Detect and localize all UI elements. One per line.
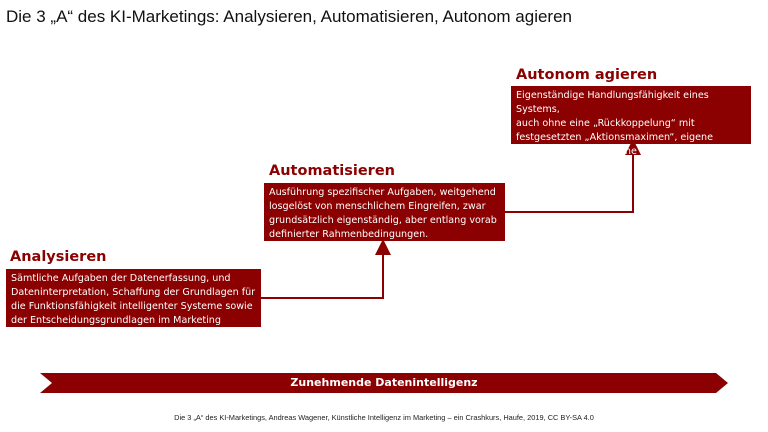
page-title: Die 3 „A“ des KI-Marketings: Analysieren… [6,7,573,26]
connector-analysieren-automatisieren [261,239,391,299]
stage-heading-analysieren: Analysieren [10,249,107,265]
bottom-arrow-shape [40,373,728,393]
stage-box-analysieren: Sämtliche Aufgaben der Datenerfassung, u… [6,269,261,327]
bottom-arrow-label: Zunehmende Datenintelligenz [290,376,478,389]
connector-automatisieren-autonom [505,139,641,213]
stage-heading-autonom-agieren: Autonom agieren [516,67,658,83]
stage-box-autonom-agieren: Eigenständige Handlungsfähigkeit eines S… [511,86,751,157]
stage-heading-automatisieren: Automatisieren [269,163,395,179]
stage-box-automatisieren: Ausführung spezifischer Aufgaben, weitge… [264,183,505,241]
footer-citation: Die 3 „A“ des KI-Marketings, Andreas Wag… [174,413,594,422]
